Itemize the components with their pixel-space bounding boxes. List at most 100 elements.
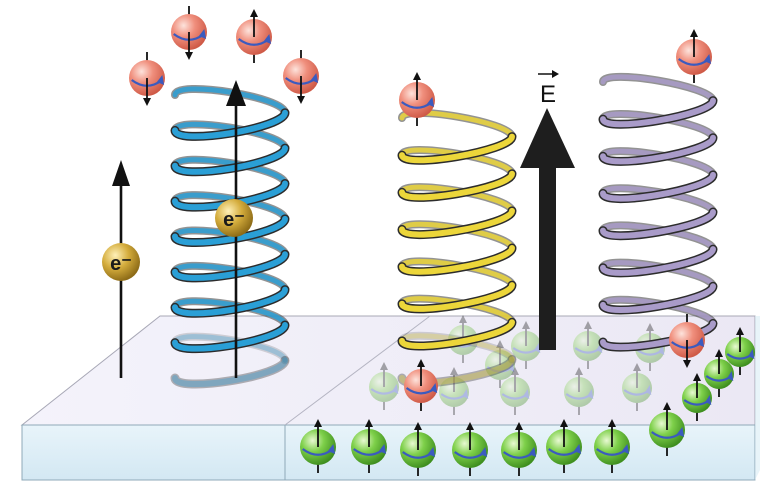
- substrate-red-spin: [404, 359, 438, 411]
- helix-electron-arrowhead: [226, 80, 246, 106]
- emitted-spin: [171, 6, 207, 60]
- helix-strand: [600, 246, 716, 276]
- spin-arrowhead: [185, 52, 193, 60]
- spin-arrowhead: [663, 402, 671, 410]
- free-electron-label: e⁻: [110, 253, 132, 275]
- spin-rotation-tip: [310, 73, 319, 83]
- transmitted-spin: [399, 72, 435, 126]
- helix-yellow: [397, 108, 517, 388]
- spin-rotation-tip: [676, 427, 685, 437]
- spin-arrowhead: [515, 422, 523, 430]
- substrate-spin-faded: [622, 363, 652, 411]
- spin-arrowhead: [522, 321, 530, 329]
- spin-arrowhead: [736, 327, 744, 335]
- spin-arrowhead: [575, 367, 583, 375]
- helix-strand: [172, 109, 288, 140]
- helix-blue: [170, 84, 290, 389]
- substrate-spin-faded: [439, 367, 469, 415]
- emitted-spin: [236, 9, 272, 63]
- spin-arrowhead: [414, 422, 422, 430]
- spin-arrowhead: [297, 96, 305, 104]
- spin-rotation-tip: [573, 444, 582, 454]
- helix-strand: [399, 133, 515, 164]
- spin-rotation-tip: [705, 395, 712, 405]
- substrate-spin: [452, 422, 488, 476]
- spin-rotation-arrow: [636, 349, 664, 356]
- helix-strand: [172, 86, 288, 116]
- spin-rotation-tip: [523, 389, 530, 399]
- substrate-spin-faded: [564, 367, 594, 415]
- helix-strand: [600, 171, 716, 202]
- electric-field: E: [520, 70, 575, 350]
- helix-strand: [399, 207, 515, 238]
- spin-arrowhead: [584, 321, 592, 329]
- spin-rotation-tip: [156, 75, 165, 85]
- helix-strand: [399, 245, 515, 275]
- helix-strand: [600, 209, 716, 239]
- helix-strand-outline: [171, 332, 289, 365]
- spin-arrowhead: [143, 98, 151, 106]
- spin-rotation-arrow: [623, 389, 651, 396]
- slab-front-face: [21, 424, 756, 481]
- spin-rotation-tip: [534, 343, 541, 353]
- spin-arrowhead: [683, 360, 691, 368]
- emitted-spin: [283, 50, 319, 104]
- helix-strand: [172, 121, 288, 151]
- spin-arrowhead: [608, 419, 616, 427]
- spin-sphere: [573, 331, 603, 361]
- spin-sphere: [485, 350, 515, 380]
- helix-strand: [172, 157, 288, 186]
- helix-strand: [399, 282, 515, 312]
- spin-rotation-tip: [621, 444, 630, 454]
- helix-strand-outline: [170, 355, 290, 389]
- substrate-spin: [649, 402, 685, 456]
- helix-strand: [172, 298, 288, 328]
- spin-rotation-arrow: [501, 393, 529, 400]
- helix-strand: [172, 263, 288, 293]
- spin-arrowhead: [450, 367, 458, 375]
- substrate-spin: [725, 327, 755, 375]
- helix-strand: [172, 145, 288, 175]
- substrate-spin-faded: [500, 367, 530, 415]
- free-electron-arrowhead: [112, 160, 130, 186]
- transmitted-spin: [676, 29, 712, 83]
- spin-rotation-tip: [427, 447, 436, 457]
- spin-arrowhead: [496, 340, 504, 348]
- spin-sphere: [564, 377, 594, 407]
- helix-strand: [172, 286, 288, 317]
- helix-strand: [172, 192, 288, 222]
- substrate-spin: [351, 419, 387, 473]
- helix-electron-group: e⁻: [215, 80, 253, 378]
- helix-front-strands: [397, 132, 517, 388]
- substrate-spin: [704, 349, 734, 397]
- helix-strand: [399, 170, 515, 201]
- spin-rotation-tip: [696, 337, 705, 347]
- spin-arrowhead: [633, 363, 641, 371]
- spin-arrowhead: [646, 323, 654, 331]
- helix-front-strands: [598, 96, 718, 352]
- spin-rotation-tip: [658, 345, 665, 355]
- substrate-spin: [594, 419, 630, 473]
- spin-sphere: [439, 377, 469, 407]
- polarized-spins: [129, 6, 712, 411]
- substrate-spin-faded: [485, 340, 515, 388]
- field-label: E: [540, 81, 556, 108]
- spin-arrowhead: [511, 367, 519, 375]
- substrate-spin-faded: [369, 362, 399, 410]
- slab-side-face: [755, 316, 760, 480]
- helix-back-strands: [171, 84, 289, 365]
- field-vector-tip: [552, 70, 559, 78]
- spin-sphere: [500, 377, 530, 407]
- spin-rotation-tip: [645, 385, 652, 395]
- substrate-spin: [682, 373, 712, 421]
- substrate-spins: [300, 315, 755, 476]
- spin-rotation-tip: [727, 371, 734, 381]
- helix-strand: [600, 134, 716, 165]
- substrate-spin-faded: [511, 321, 541, 369]
- slab-top-face: [20, 315, 756, 426]
- slab-divider-top: [284, 315, 431, 426]
- spin-arrowhead: [715, 349, 723, 357]
- helix-strand: [172, 321, 288, 352]
- spin-rotation-arrow: [486, 366, 514, 373]
